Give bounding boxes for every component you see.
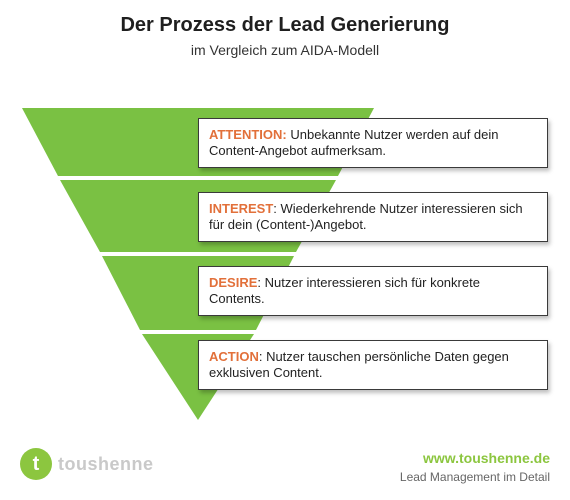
toushenne-logo-wordmark: toushenne bbox=[58, 454, 154, 474]
stage-interest-text: : Wiederkehrende Nutzer interessieren si… bbox=[209, 201, 523, 232]
stage-attention-text: Unbekannte Nutzer werden auf dein Conten… bbox=[209, 127, 499, 158]
stage-action-keyword: ACTION bbox=[209, 349, 259, 364]
stage-attention-box: ATTENTION: Unbekannte Nutzer werden auf … bbox=[198, 118, 548, 168]
stage-attention-keyword: ATTENTION: bbox=[209, 127, 287, 142]
stage-action-text: : Nutzer tauschen persönliche Daten gege… bbox=[209, 349, 509, 380]
footer-tagline: Lead Management im Detail bbox=[399, 470, 550, 484]
website-link[interactable]: www.toushenne.de bbox=[422, 450, 550, 466]
toushenne-logo-icon: t bbox=[20, 448, 52, 480]
stage-desire-text: : Nutzer interessieren sich für konkrete… bbox=[209, 275, 480, 306]
diagram-subtitle: im Vergleich zum AIDA-Modell bbox=[190, 42, 380, 58]
diagram-title: Der Prozess der Lead Generierung bbox=[120, 14, 450, 36]
stage-desire-keyword: DESIRE bbox=[209, 275, 258, 290]
stage-interest-box: INTEREST: Wiederkehrende Nutzer interess… bbox=[198, 192, 548, 242]
stage-desire-box: DESIRE: Nutzer interessieren sich für ko… bbox=[198, 266, 548, 316]
stage-action-box: ACTION: Nutzer tauschen persönliche Date… bbox=[198, 340, 548, 390]
stage-interest-keyword: INTEREST bbox=[209, 201, 274, 216]
